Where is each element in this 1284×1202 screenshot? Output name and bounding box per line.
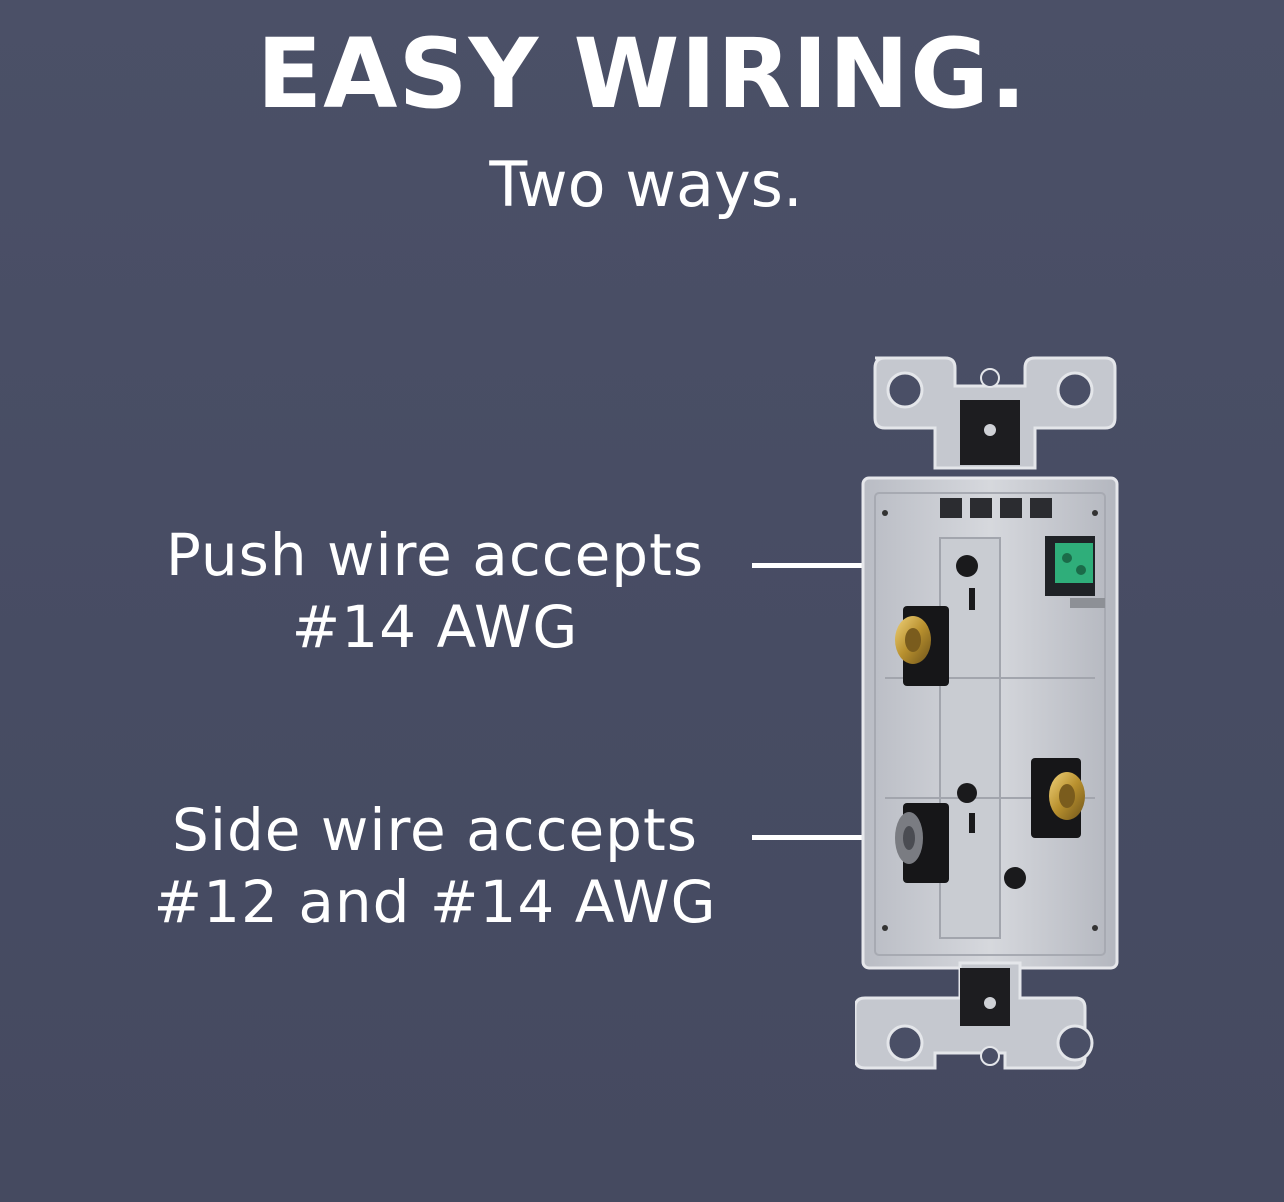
side-wire-callout: Side wire accepts #12 and #14 AWG bbox=[130, 795, 740, 939]
lower-release-slot bbox=[969, 813, 975, 833]
push-wire-line1: Push wire accepts bbox=[165, 521, 705, 589]
push-wire-line2: #14 AWG bbox=[291, 592, 579, 661]
side-wire-line2: #12 and #14 AWG bbox=[153, 867, 717, 936]
bottom-hole bbox=[1004, 867, 1026, 889]
side-wire-terminal-screw bbox=[895, 803, 949, 883]
top-mounting-strap bbox=[873, 356, 1117, 470]
bottom-mounting-strap bbox=[855, 961, 1094, 1070]
switch-device-illustration bbox=[855, 356, 1119, 1070]
ground-terminal bbox=[1045, 536, 1105, 608]
push-wire-leader-line bbox=[752, 563, 950, 568]
push-wire-hole bbox=[956, 555, 978, 610]
lower-push-wire-hole bbox=[957, 783, 977, 803]
side-wire-leader-line bbox=[752, 835, 882, 840]
side-wire-line1: Side wire accepts bbox=[172, 796, 698, 864]
upper-brass-terminal bbox=[895, 606, 949, 686]
subheadline: Two ways. bbox=[489, 148, 803, 221]
headline: EASY WIRING. bbox=[256, 18, 1028, 130]
lower-brass-terminal bbox=[1031, 758, 1085, 838]
push-wire-callout: Push wire accepts #14 AWG bbox=[130, 520, 740, 664]
